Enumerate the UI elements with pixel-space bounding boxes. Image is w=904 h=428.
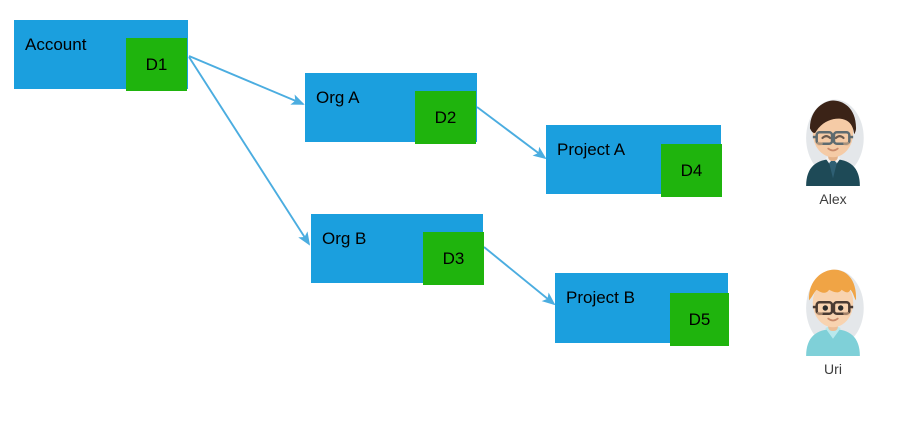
badge-d1[interactable]: D1 bbox=[126, 38, 187, 91]
node-org-b-label: Org B bbox=[322, 229, 367, 248]
node-org-a[interactable]: Org A D2 bbox=[305, 73, 477, 144]
person-alex-label: Alex bbox=[819, 191, 847, 207]
badge-d4[interactable]: D4 bbox=[661, 144, 722, 197]
edge-org-a-to-project-a bbox=[476, 106, 547, 160]
node-project-a[interactable]: Project A D4 bbox=[546, 125, 722, 197]
node-project-b-label: Project B bbox=[566, 288, 635, 307]
person-uri-label: Uri bbox=[824, 361, 842, 377]
badge-d5-label: D5 bbox=[688, 310, 711, 329]
node-project-a-label: Project A bbox=[557, 140, 626, 159]
badge-d3-label: D3 bbox=[442, 249, 465, 268]
badge-d3[interactable]: D3 bbox=[423, 232, 484, 285]
avatar-uri-icon bbox=[778, 260, 888, 356]
node-account-label: Account bbox=[25, 35, 87, 54]
badge-d1-label: D1 bbox=[145, 55, 168, 74]
node-account[interactable]: Account D1 bbox=[14, 20, 188, 91]
badge-d2[interactable]: D2 bbox=[415, 91, 476, 144]
badge-d4-label: D4 bbox=[680, 161, 703, 180]
edge-account-to-org-b bbox=[188, 56, 311, 246]
person-uri[interactable]: Uri bbox=[778, 260, 888, 376]
node-org-a-label: Org A bbox=[316, 88, 360, 107]
node-org-b[interactable]: Org B D3 bbox=[311, 214, 484, 285]
badge-d2-label: D2 bbox=[434, 108, 457, 127]
person-alex[interactable]: Alex bbox=[778, 90, 888, 206]
node-project-b[interactable]: Project B D5 bbox=[555, 273, 729, 346]
badge-d5[interactable]: D5 bbox=[670, 293, 729, 346]
avatar-alex-icon bbox=[778, 90, 888, 186]
edge-account-to-org-a bbox=[188, 55, 305, 105]
edge-org-b-to-project-b bbox=[483, 246, 556, 306]
